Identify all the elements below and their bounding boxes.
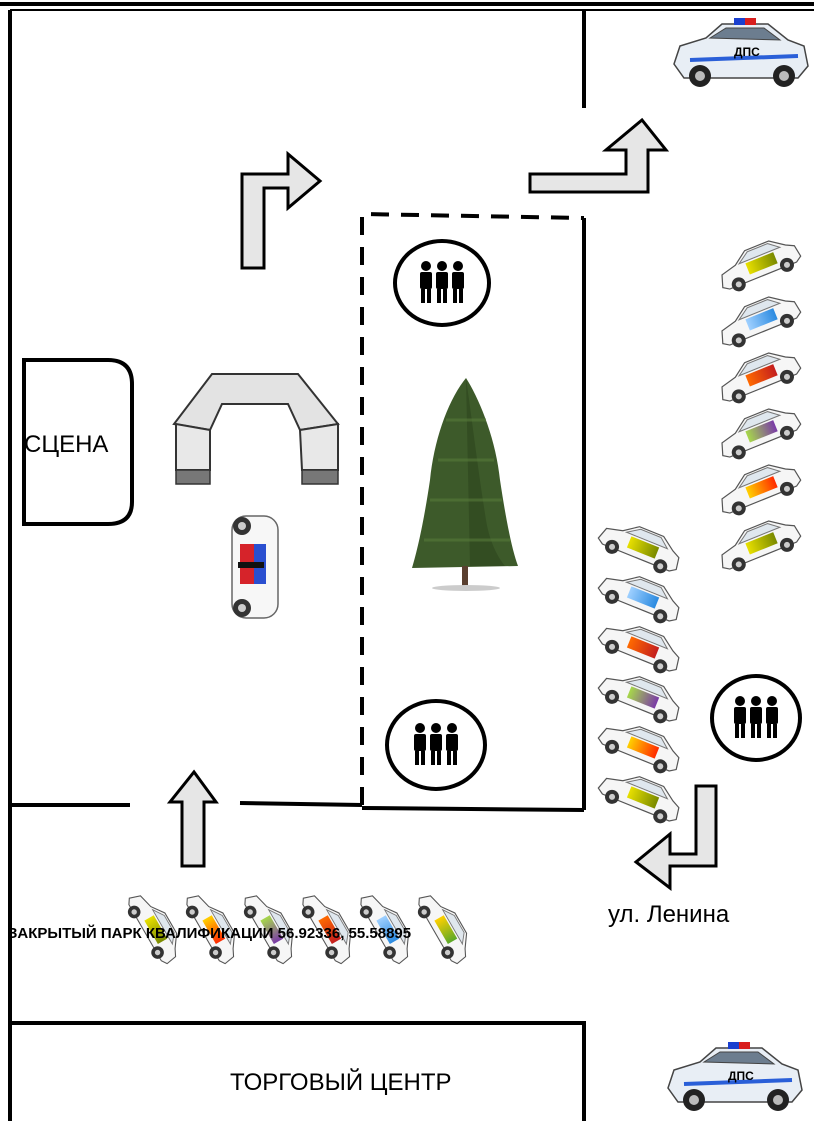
rally-car-icon	[712, 343, 806, 410]
rally-car-icon	[593, 613, 687, 680]
bottom-wall-right	[361, 806, 585, 812]
mall-label: ТОРГОВЫЙ ЦЕНТР	[230, 1068, 452, 1096]
mall-outline	[10, 1021, 586, 1121]
rally-cars-middle-column	[593, 513, 687, 830]
rally-car-icon	[593, 713, 687, 780]
police-badge-bottom: ДПС	[728, 1069, 754, 1083]
rally-car-icon	[712, 455, 806, 522]
spectator-zone-dashed	[360, 211, 585, 805]
stage-outline	[22, 358, 134, 526]
start-arch-icon	[172, 373, 340, 485]
rally-car-icon	[712, 399, 806, 466]
bottom-wall-mid	[239, 801, 363, 807]
service-car-icon	[231, 515, 279, 619]
spectators-group-top	[393, 239, 491, 327]
direction-arrow-icon-upper-right	[528, 117, 670, 194]
rally-car-icon	[294, 885, 362, 969]
rally-car-icon	[593, 563, 687, 630]
rally-cars-right-column	[712, 231, 806, 578]
rally-car-icon	[712, 511, 806, 578]
rally-cars-closed-park-row	[120, 885, 478, 969]
direction-arrow-icon-bottom-entry	[166, 769, 219, 868]
christmas-tree-icon	[412, 378, 518, 591]
stage-label: СЦЕНА	[24, 431, 108, 458]
street-label: ул. Ленина	[608, 901, 730, 928]
direction-arrow-icon-upper-left	[240, 150, 323, 270]
closed-park-label: ЗАКРЫТЫЙ ПАРК КВАЛИФИКАЦИИ 56.92336, 55.…	[8, 924, 411, 942]
rally-car-icon	[593, 763, 687, 830]
rally-car-icon	[712, 231, 806, 298]
stage: СЦЕНА	[22, 358, 134, 526]
rally-car-icon	[410, 885, 478, 969]
rally-car-icon	[352, 885, 420, 969]
police-badge-top: ДПС	[734, 45, 760, 59]
police-car-icon-bottom: ДПС	[666, 1040, 804, 1113]
police-car-icon-top: ДПС	[672, 16, 810, 89]
rally-car-icon	[178, 885, 246, 969]
spectators-group-bottom	[385, 699, 487, 791]
rally-car-icon	[120, 885, 188, 969]
rally-car-icon	[236, 885, 304, 969]
rally-car-icon	[712, 287, 806, 354]
spectators-group-right	[710, 674, 802, 762]
rally-car-icon	[593, 513, 687, 580]
direction-arrow-icon-lower-right	[633, 784, 718, 892]
rally-car-icon	[593, 663, 687, 730]
